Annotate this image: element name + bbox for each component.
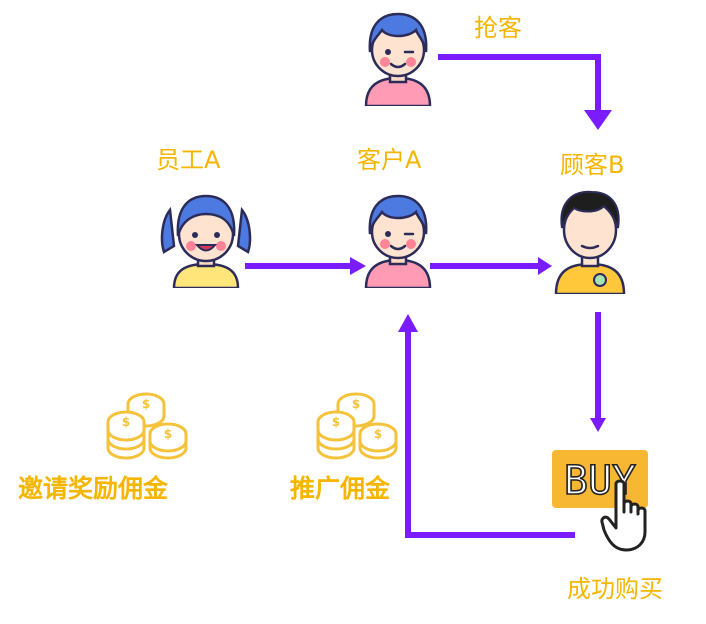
man-avatar-icon bbox=[554, 190, 626, 294]
hand-cursor-icon bbox=[600, 479, 647, 552]
label-customer-a: 客户A bbox=[357, 146, 422, 174]
coin-stack-icon: $ $ $ bbox=[316, 392, 398, 460]
svg-text:$: $ bbox=[332, 415, 340, 429]
arrow-buy-to-customer-a bbox=[405, 330, 575, 538]
coin-stack-icon: $ $ $ bbox=[106, 392, 188, 460]
boy-avatar-icon bbox=[364, 12, 432, 106]
svg-text:$: $ bbox=[164, 427, 172, 441]
label-invite-reward: 邀请奖励佣金 bbox=[18, 474, 169, 503]
svg-text:$: $ bbox=[142, 397, 150, 411]
arrow-grab bbox=[438, 54, 601, 112]
label-grab: 抢客 bbox=[474, 14, 522, 42]
svg-text:$: $ bbox=[352, 397, 360, 411]
svg-text:$: $ bbox=[122, 415, 130, 429]
label-purchase-success: 成功购买 bbox=[567, 575, 663, 603]
label-employee-a: 员工A bbox=[156, 146, 221, 174]
girl-avatar-icon bbox=[160, 194, 252, 288]
label-customer-b: 顾客B bbox=[560, 151, 625, 179]
svg-text:$: $ bbox=[374, 427, 382, 441]
label-promo-commission: 推广佣金 bbox=[290, 474, 391, 503]
boy-avatar-icon bbox=[364, 194, 432, 288]
